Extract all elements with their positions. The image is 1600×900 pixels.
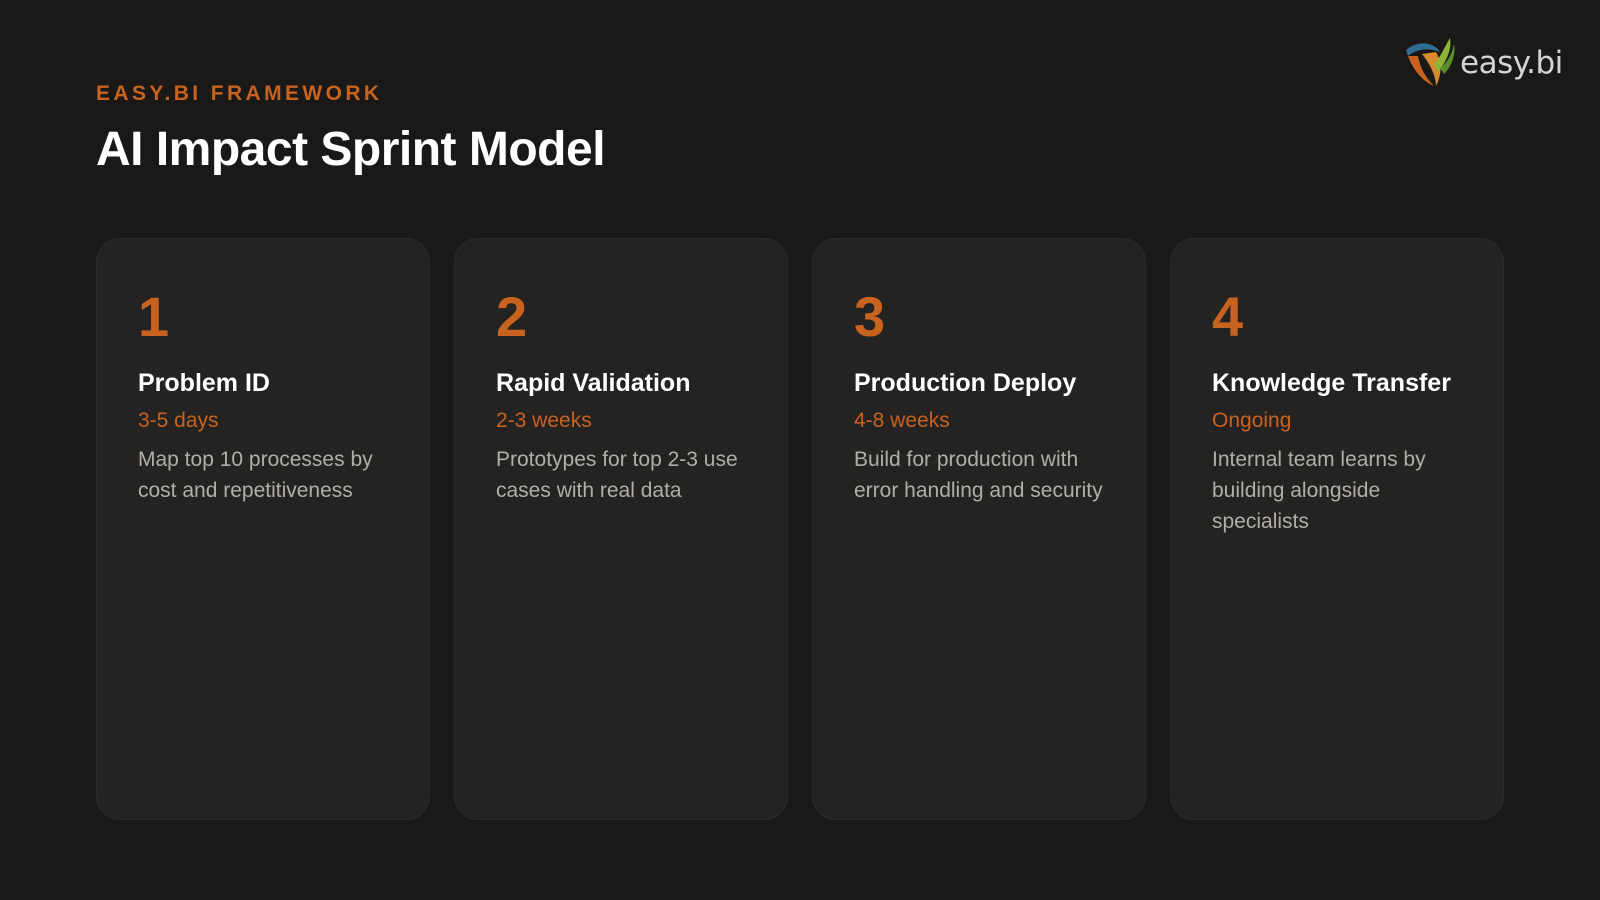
step-duration: 3-5 days xyxy=(138,409,219,432)
step-description: Map top 10 processes by cost and repetit… xyxy=(138,448,373,502)
step-title: Rapid Validation xyxy=(496,369,691,397)
step-title: Knowledge Transfer xyxy=(1212,369,1451,397)
step-title: Problem ID xyxy=(138,369,270,397)
step-card-2: 2 Rapid Validation 2-3 weeks Prototypes … xyxy=(454,238,788,820)
step-duration: Ongoing xyxy=(1212,409,1292,432)
sprint-steps: 1 Problem ID 3-5 days Map top 10 process… xyxy=(96,238,1504,820)
step-number: 3 xyxy=(854,285,886,348)
step-number: 2 xyxy=(496,285,528,348)
step-card-4: 4 Knowledge Transfer Ongoing Internal te… xyxy=(1170,238,1504,820)
brand-logo: easy.bi xyxy=(1400,34,1563,92)
framework-eyebrow: EASY.BI FRAMEWORK xyxy=(96,82,383,105)
step-duration: 4-8 weeks xyxy=(854,409,950,432)
step-description: Internal team learns by building alongsi… xyxy=(1212,448,1426,533)
logo-wordmark: easy.bi xyxy=(1460,45,1563,81)
step-card-1: 1 Problem ID 3-5 days Map top 10 process… xyxy=(96,238,430,820)
step-number: 1 xyxy=(138,285,170,348)
step-title: Production Deploy xyxy=(854,369,1077,397)
step-card-3: 3 Production Deploy 4-8 weeks Build for … xyxy=(812,238,1146,820)
step-number: 4 xyxy=(1212,285,1244,348)
page-title: AI Impact Sprint Model xyxy=(96,123,606,176)
easybi-logo-icon xyxy=(1406,38,1455,86)
step-description: Prototypes for top 2-3 use cases with re… xyxy=(496,448,738,502)
step-duration: 2-3 weeks xyxy=(496,409,592,432)
step-description: Build for production with error handling… xyxy=(854,448,1103,502)
